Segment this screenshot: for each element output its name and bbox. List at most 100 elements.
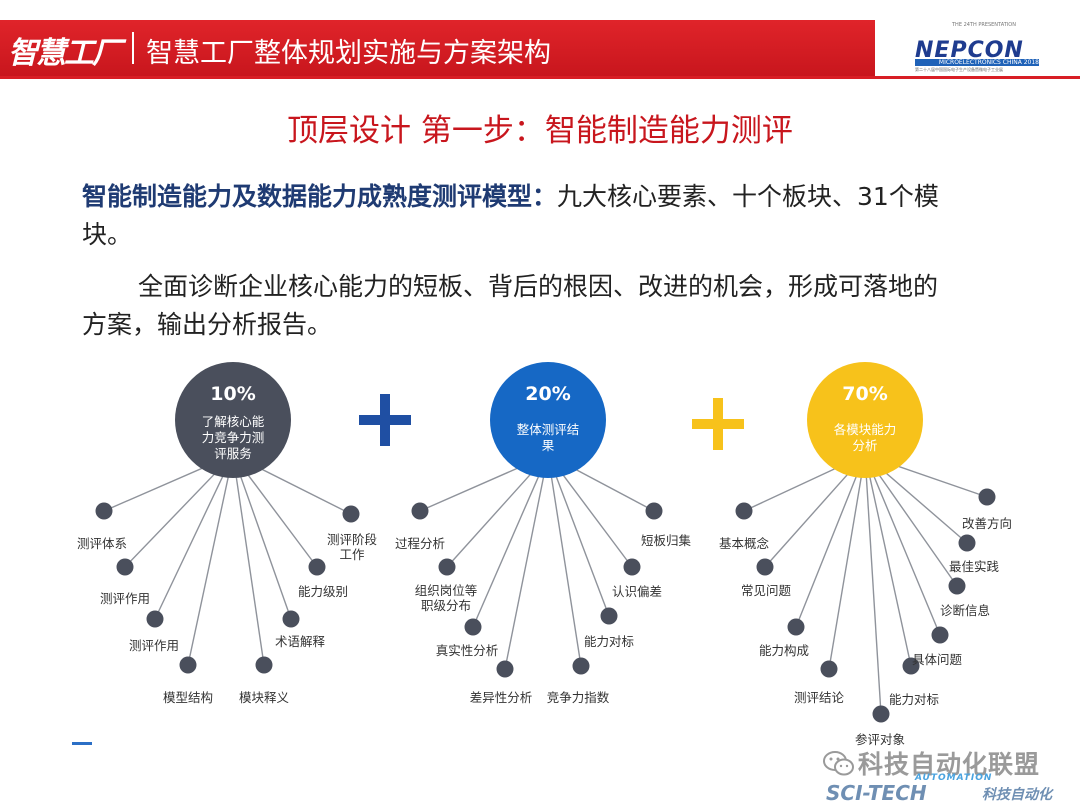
leaf-label: 真实性分析 bbox=[436, 643, 499, 658]
watermark-automation: AUTOMATION bbox=[915, 773, 993, 783]
watermark-cn: 科技自动化 bbox=[982, 787, 1052, 803]
leaf-node bbox=[902, 657, 920, 675]
brand-name: NEPCON bbox=[915, 38, 1024, 63]
logo: 智慧工厂 bbox=[8, 36, 122, 71]
leaf-node bbox=[255, 656, 273, 674]
leaf-node bbox=[645, 502, 663, 520]
leaf-node bbox=[496, 660, 514, 678]
connector-line bbox=[795, 454, 866, 628]
detail-paragraph: 全面诊断企业核心能力的短板、背后的根因、改进的机会，形成可落地的方案，输出分析报… bbox=[82, 272, 939, 339]
leaf-node bbox=[978, 488, 996, 506]
hub-label: 评服务 bbox=[214, 446, 252, 461]
connector-line bbox=[232, 454, 265, 666]
leaf-label: 基本概念 bbox=[719, 536, 770, 551]
hub-percent: 70% bbox=[842, 383, 887, 405]
watermark-text: 科技自动化联盟 bbox=[858, 750, 1041, 779]
connector-line bbox=[864, 454, 882, 715]
capability-diagram: 测评体系测评作用测评作用模型结构模块释义术语解释能力级别测评阶段工作10%了解核… bbox=[77, 362, 1012, 747]
connector-line bbox=[154, 454, 234, 620]
leaf-label: 术语解释 bbox=[275, 634, 326, 649]
hub-circle bbox=[490, 362, 606, 478]
leaf-label: 能力级别 bbox=[298, 584, 348, 599]
leaf-node bbox=[116, 558, 134, 576]
corner-mark bbox=[72, 742, 92, 745]
leaf-label: 测评结论 bbox=[794, 690, 845, 705]
leaf-label: 能力对标 bbox=[584, 634, 634, 649]
leaf-label: 最佳实践 bbox=[949, 559, 1000, 574]
leaf-node bbox=[464, 618, 482, 636]
header-separator bbox=[132, 32, 134, 64]
connector-line bbox=[187, 454, 234, 666]
leaf-node bbox=[872, 705, 890, 723]
leaf-node bbox=[146, 610, 164, 628]
leaf-label: 差异性分析 bbox=[470, 690, 533, 705]
leaf-node bbox=[282, 610, 300, 628]
leaf-label: 模块释义 bbox=[239, 690, 290, 705]
leaf-label: 过程分析 bbox=[395, 536, 445, 551]
header-bar bbox=[0, 20, 875, 76]
leaf-node bbox=[572, 657, 590, 675]
connector-line bbox=[547, 454, 610, 617]
brand-subtitle: MICROELECTRONICS CHINA 2018 bbox=[915, 59, 1039, 66]
leaf-node bbox=[438, 558, 456, 576]
connector-line bbox=[232, 454, 292, 620]
brand-top-text: THE 24TH PRESENTATION bbox=[952, 22, 1016, 28]
leaf-label: 测评作用 bbox=[100, 591, 150, 606]
connector-line bbox=[864, 454, 941, 636]
connector-line bbox=[504, 454, 549, 670]
hub-circle bbox=[807, 362, 923, 478]
leaf-label: 测评阶段 bbox=[327, 532, 377, 547]
intro-rest: 九大核心要素、十个板块、31个模块。 bbox=[82, 182, 939, 249]
hub-label: 整体测评结 bbox=[517, 422, 580, 437]
hub-percent: 10% bbox=[210, 383, 255, 405]
leaf-label: 能力对标 bbox=[889, 692, 939, 707]
leaf-node bbox=[820, 660, 838, 678]
connector-line bbox=[547, 454, 582, 667]
leaf-label: 认识偏差 bbox=[612, 584, 662, 599]
hub-label: 分析 bbox=[852, 438, 877, 453]
leaf-label: 诊断信息 bbox=[940, 603, 990, 618]
intro-strong: 智能制造能力及数据能力成熟度测评模型： bbox=[82, 182, 558, 211]
leaf-label: 具体问题 bbox=[912, 652, 963, 667]
leaf-label: 模型结构 bbox=[163, 690, 213, 705]
wechat-icon bbox=[823, 751, 854, 776]
leaf-label: 参评对象 bbox=[855, 732, 905, 747]
leaf-node bbox=[623, 558, 641, 576]
leaf-label: 工作 bbox=[339, 547, 365, 562]
brand-subtitle-cn: 第二十八届中国国际电子生产设备暨微电子工业展 bbox=[915, 67, 1003, 72]
leaf-node bbox=[787, 618, 805, 636]
leaf-node bbox=[756, 558, 774, 576]
leaf-label: 能力构成 bbox=[759, 643, 809, 658]
hub-label: 各模块能力 bbox=[834, 422, 897, 437]
header-underline bbox=[0, 76, 1080, 79]
leaf-node bbox=[342, 505, 360, 523]
header-title: 智慧工厂整体规划实施与方案架构 bbox=[146, 38, 551, 69]
plus-sign bbox=[713, 398, 723, 450]
leaf-label: 测评作用 bbox=[129, 638, 179, 653]
connector-line bbox=[864, 454, 958, 587]
leaf-node bbox=[95, 502, 113, 520]
watermark-scitech: SCI-TECH bbox=[826, 781, 927, 805]
leaf-label: 竞争力指数 bbox=[547, 690, 610, 705]
leaf-node bbox=[411, 502, 429, 520]
leaf-label: 职级分布 bbox=[421, 598, 471, 613]
plus-sign bbox=[380, 394, 390, 446]
leaf-label: 短板归集 bbox=[641, 533, 692, 548]
leaf-label: 测评体系 bbox=[77, 536, 127, 551]
nepcon-logo: NEPCON MICROELECTRONICS CHINA 2018 第二十八届… bbox=[915, 38, 1045, 74]
hub-label: 果 bbox=[542, 438, 555, 453]
leaf-node bbox=[931, 626, 949, 644]
leaf-node bbox=[308, 558, 326, 576]
leaf-label: 改善方向 bbox=[962, 516, 1012, 531]
leaf-node bbox=[179, 656, 197, 674]
connector-line bbox=[864, 454, 912, 667]
hub-label: 力竞争力测 bbox=[202, 430, 265, 445]
leaf-node bbox=[958, 534, 976, 552]
leaf-node bbox=[948, 577, 966, 595]
intro-paragraph: 智能制造能力及数据能力成熟度测评模型：九大核心要素、十个板块、31个模块。 bbox=[82, 178, 962, 254]
leaf-node bbox=[735, 502, 753, 520]
hub-percent: 20% bbox=[525, 383, 570, 405]
page-title: 顶层设计 第一步：智能制造能力测评 bbox=[287, 113, 793, 149]
hub-circle bbox=[175, 362, 291, 478]
leaf-node bbox=[600, 607, 618, 625]
